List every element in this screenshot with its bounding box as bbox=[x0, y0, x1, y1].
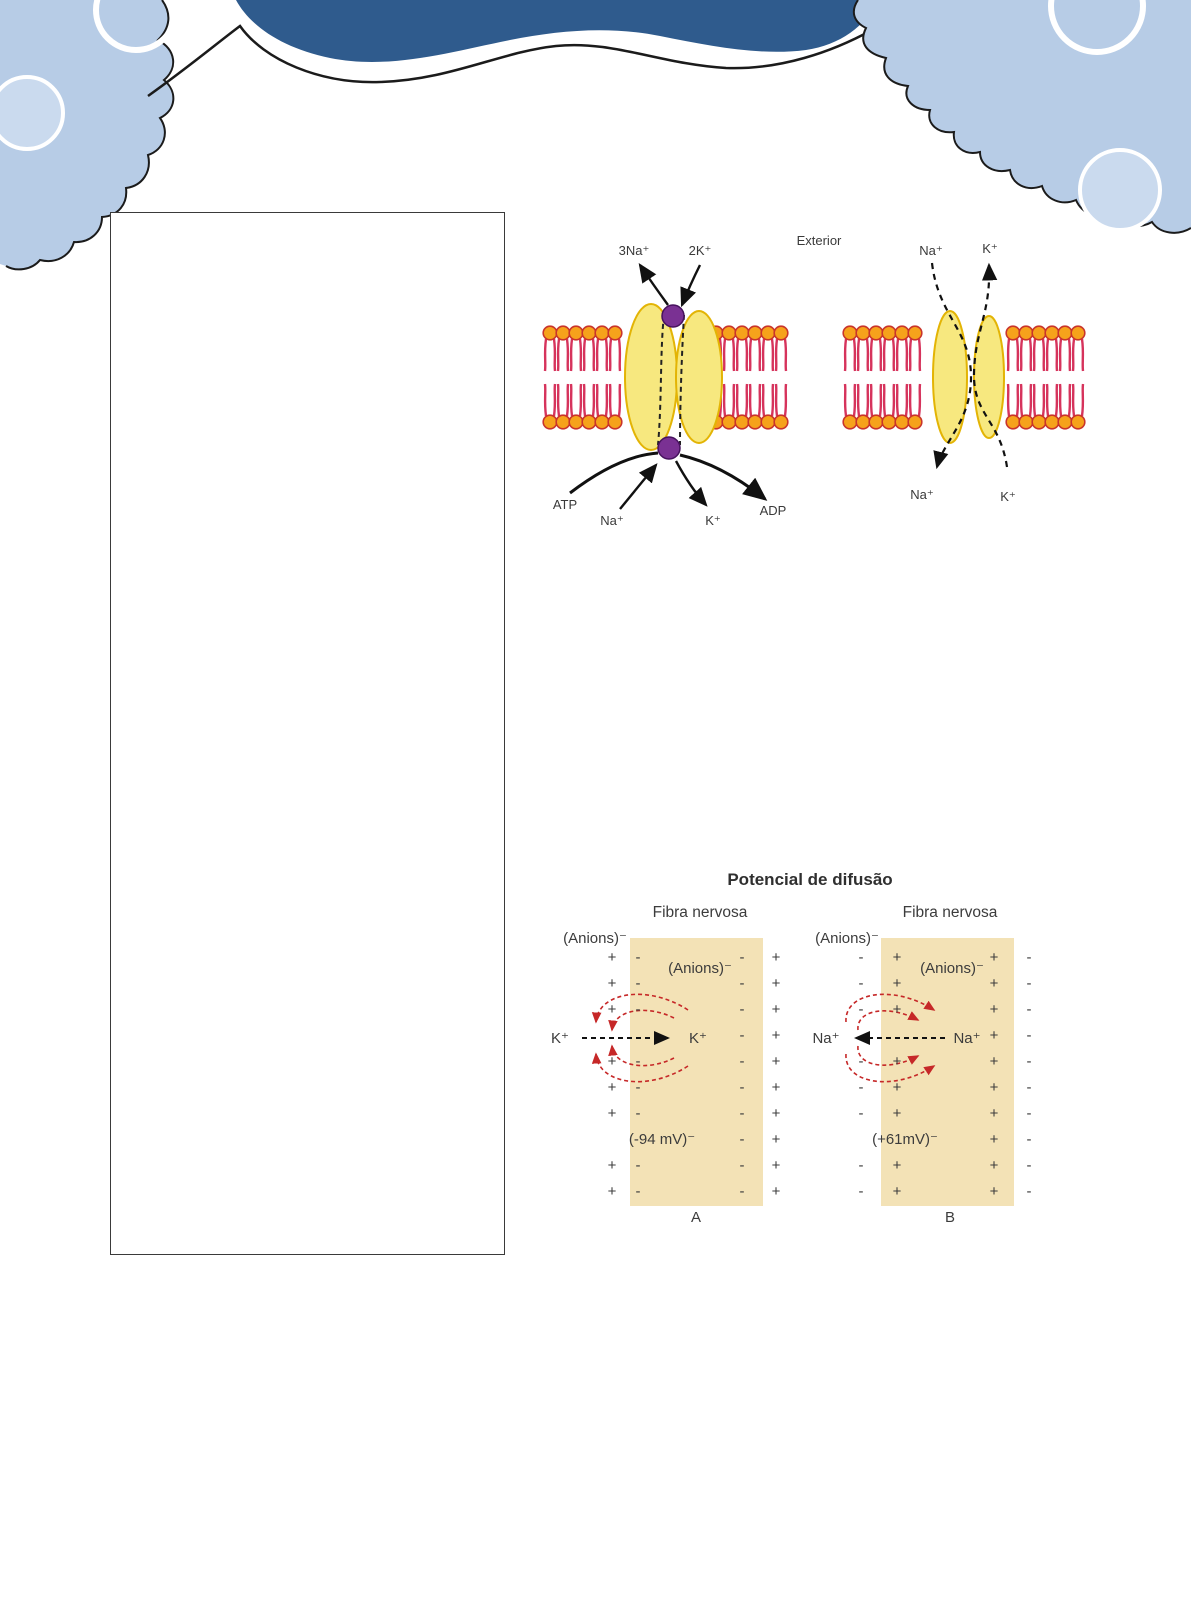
pump-binding-site-top bbox=[661, 304, 685, 328]
cloud-left-ring-circle bbox=[93, 0, 179, 53]
membrane-a bbox=[630, 938, 763, 1206]
panel-a-anions-inside: (Anions)⁻ bbox=[668, 960, 732, 977]
panel-a-signs-outer-left: + + + + + + + + bbox=[607, 949, 617, 1200]
panel-b-ion-inside: Na⁺ bbox=[953, 1030, 981, 1047]
label-2k: 2K⁺ bbox=[689, 243, 712, 258]
panel-a-ion-outside: K⁺ bbox=[551, 1030, 569, 1047]
panel-b-header: Fibra nervosa bbox=[902, 904, 998, 921]
pump-artwork: 3Na⁺ 2K⁺ Exterior Na⁺ K⁺ ATP Na⁺ K⁺ ADP … bbox=[530, 233, 1100, 528]
k-leak-path bbox=[972, 262, 1009, 468]
label-atp: ATP bbox=[553, 497, 577, 512]
panel-a-signs-outer-right: + + + + + + + + + + bbox=[771, 949, 781, 1200]
panel-b-caption: B bbox=[944, 1209, 956, 1226]
label-adp: ADP bbox=[760, 503, 787, 518]
panel-a-caption: A bbox=[690, 1209, 702, 1226]
label-k-top-right: K⁺ bbox=[982, 241, 998, 256]
header-decoration bbox=[0, 0, 1191, 271]
header-wave-line bbox=[147, 23, 893, 98]
panel-b-signs-inner-left: + + + + + + + + bbox=[892, 949, 902, 1200]
field-arrows-a bbox=[591, 993, 689, 1083]
notes-box bbox=[110, 212, 505, 1255]
label-k-bottom: K⁺ bbox=[705, 513, 721, 528]
cloud-left-outline bbox=[5, 0, 175, 271]
label-exterior: Exterior bbox=[797, 233, 842, 248]
label-k-bottom-right: K⁺ bbox=[1000, 489, 1016, 504]
figure-diffusion-potential: Potencial de difusão Fibra nervosa (Anio… bbox=[540, 860, 1070, 1240]
membrane-b bbox=[881, 938, 1014, 1206]
panel-a-header: Fibra nervosa bbox=[652, 904, 748, 921]
panel-b-voltage: (+61mV)⁻ bbox=[872, 1131, 938, 1148]
figure-sodium-potassium-pump: 3Na⁺ 2K⁺ Exterior Na⁺ K⁺ ATP Na⁺ K⁺ ADP … bbox=[530, 215, 1100, 545]
cloud-right-filled-circle bbox=[1078, 148, 1162, 232]
panel-a-anions-outside: (Anions)⁻ bbox=[563, 930, 627, 947]
panel-b-signs-outer-left: - - - - - - - - bbox=[858, 949, 864, 1200]
header-wave-band bbox=[236, 0, 878, 62]
pump-arrows bbox=[569, 263, 768, 510]
na-leak-path bbox=[930, 262, 973, 470]
label-3na: 3Na⁺ bbox=[619, 243, 650, 258]
panel-a-ion-inside: K⁺ bbox=[689, 1030, 707, 1047]
panel-b-anions-outside: (Anions)⁻ bbox=[815, 930, 879, 947]
label-na-top-right: Na⁺ bbox=[919, 243, 942, 258]
cloud-left-filled-circle bbox=[0, 75, 65, 151]
diffusion-artwork bbox=[582, 938, 1014, 1206]
panel-a-signs-inner-left: - - - - - - - - bbox=[635, 949, 641, 1200]
cloud-right-ring-circle bbox=[1048, 0, 1146, 55]
cloud-left bbox=[0, 0, 174, 270]
label-na-bottom: Na⁺ bbox=[600, 513, 623, 528]
diffusion-title: Potencial de difusão bbox=[727, 870, 893, 889]
pump-binding-site-bottom bbox=[657, 436, 681, 460]
leak-channels bbox=[930, 262, 1009, 470]
panel-a-voltage: (-94 mV)⁻ bbox=[628, 1131, 696, 1148]
panel-b-signs-inner-right: + + + + + + + + + + bbox=[989, 949, 999, 1200]
panel-a-signs-inner-right: - - - - - - - - - - bbox=[739, 949, 745, 1200]
label-na-bottom-right: Na⁺ bbox=[910, 487, 933, 502]
panel-b-anions-inside: (Anions)⁻ bbox=[920, 960, 984, 977]
pump-protein bbox=[624, 303, 723, 451]
field-arrows-b bbox=[845, 993, 936, 1083]
panel-b-signs-outer-right: - - - - - - - - - - bbox=[1026, 949, 1032, 1200]
panel-b-ion-outside: Na⁺ bbox=[812, 1030, 840, 1047]
